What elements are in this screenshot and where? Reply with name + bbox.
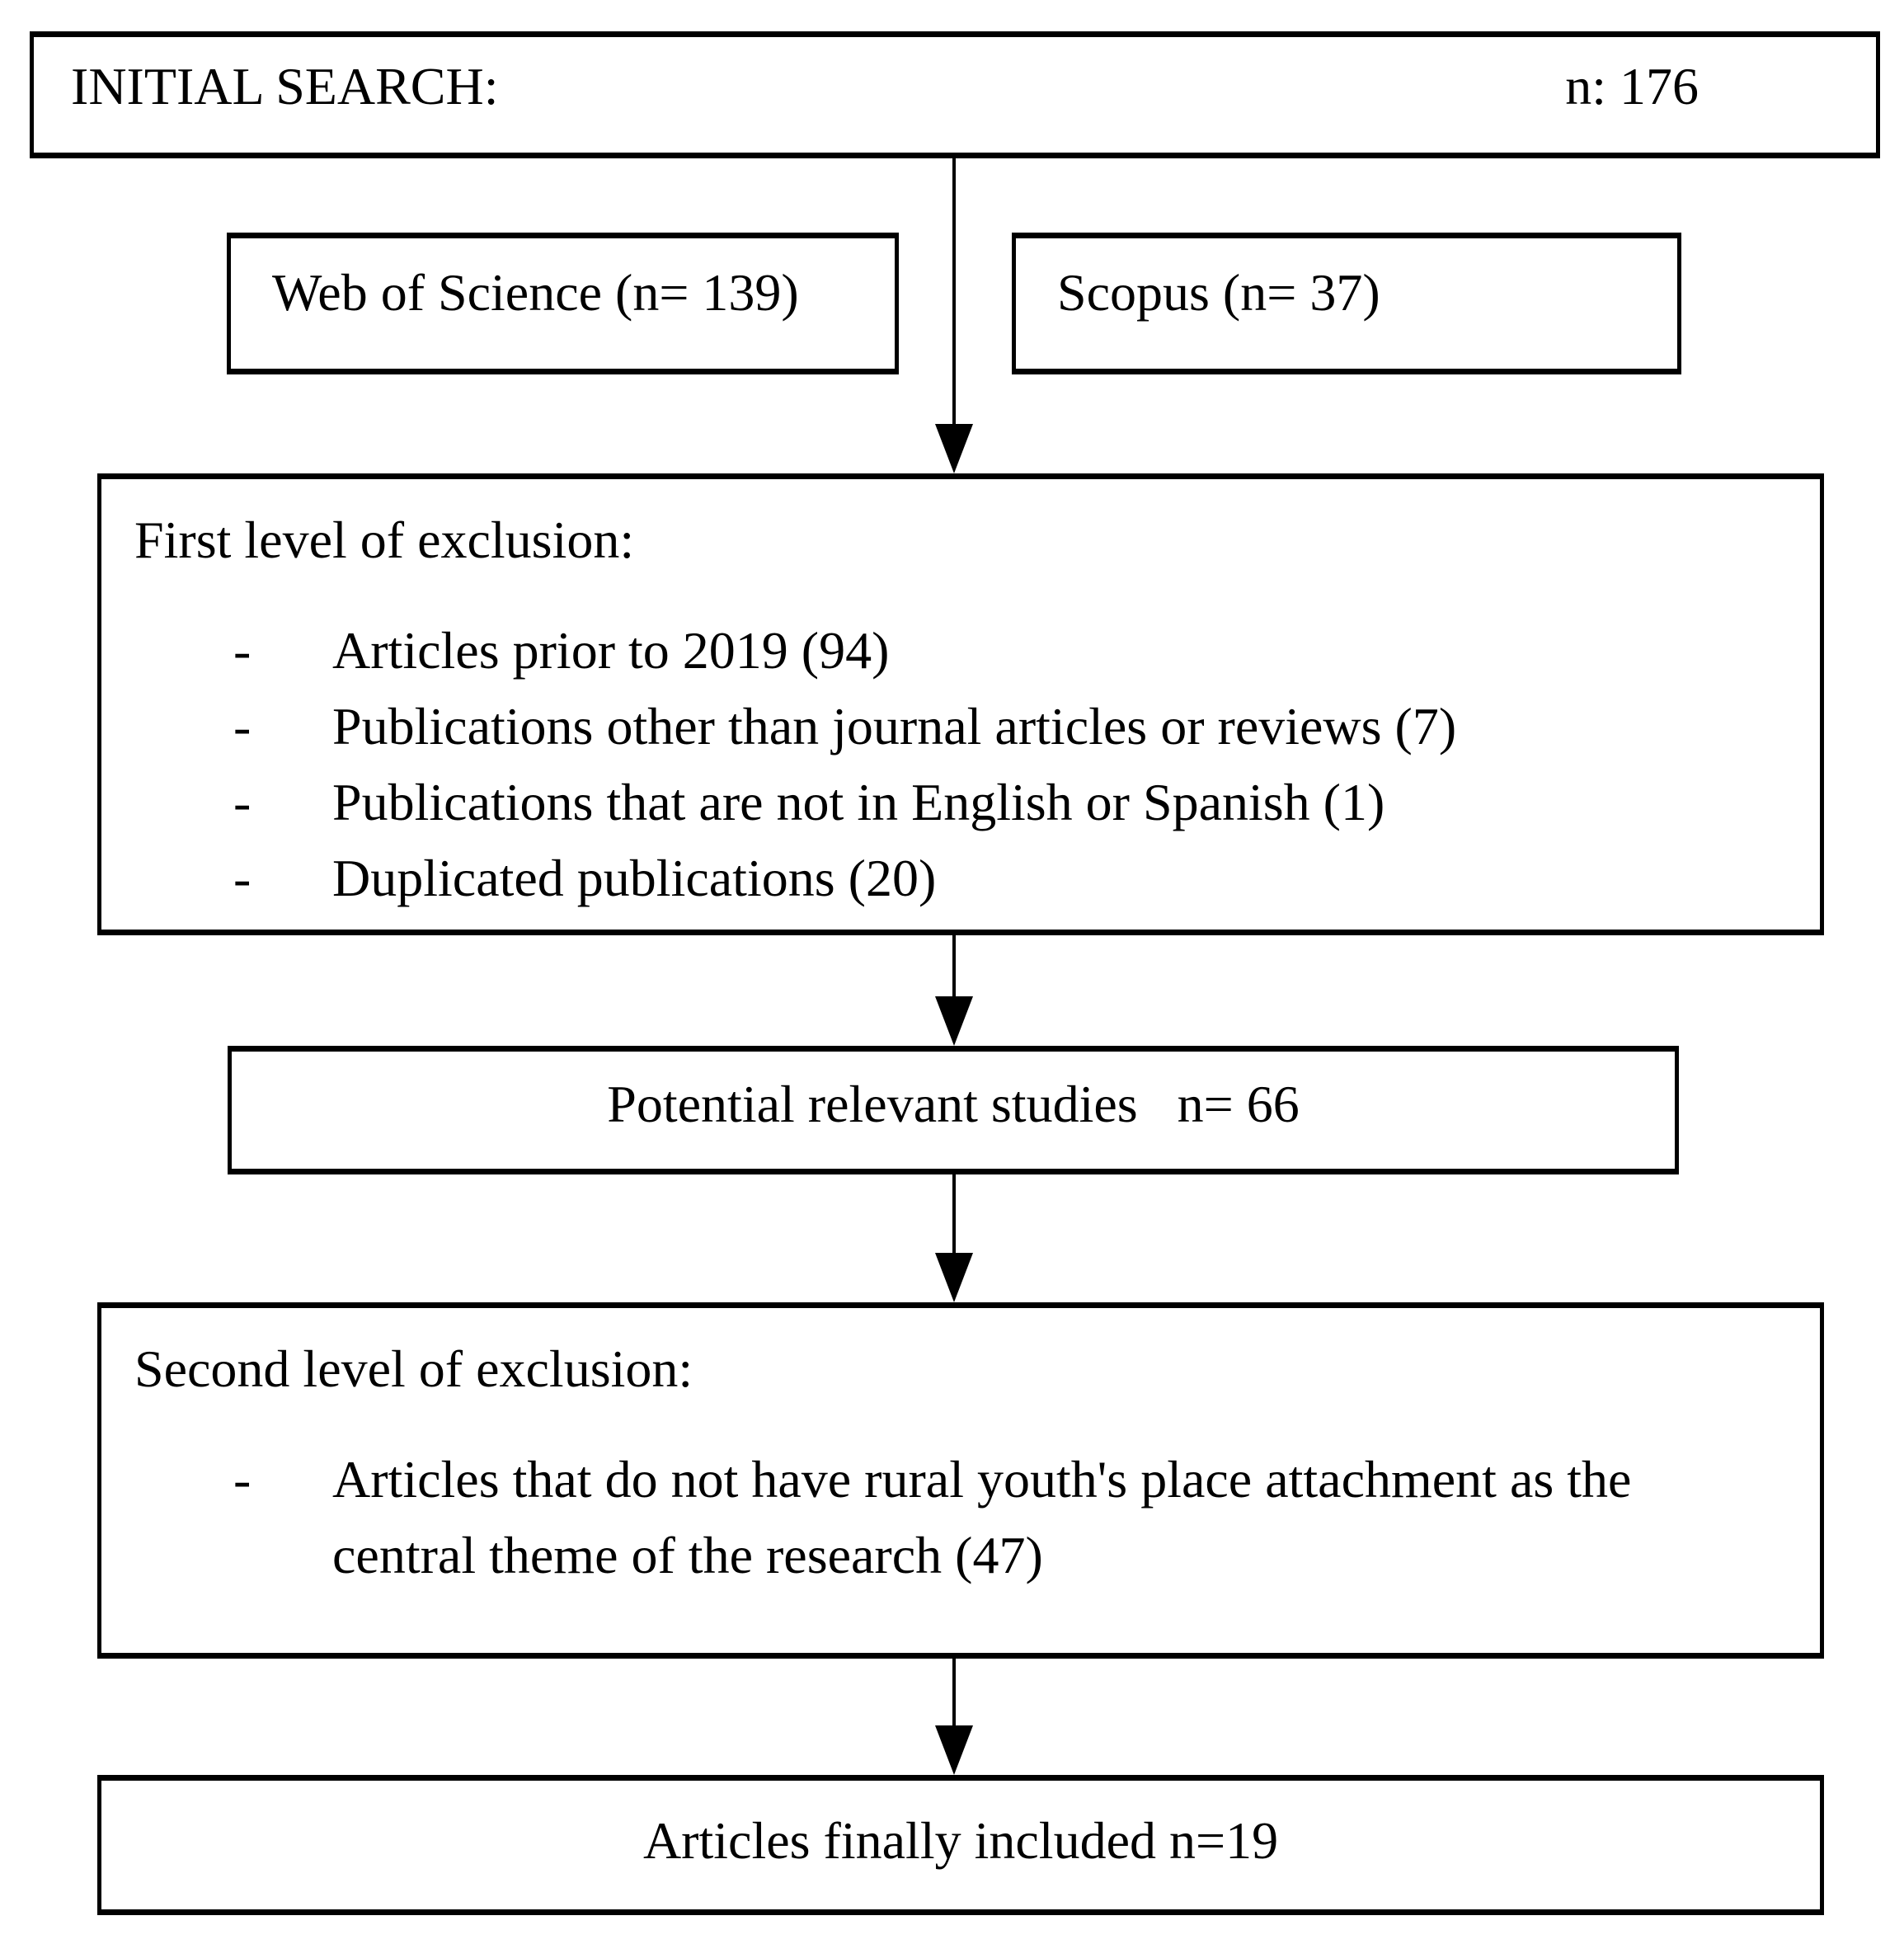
arrow-shaft: [952, 1174, 956, 1253]
arrowhead-down-icon: [935, 1725, 973, 1775]
bullet-dash: -: [233, 621, 252, 680]
list-item: - Publications that are not in English o…: [233, 765, 1787, 840]
web-of-science-box: Web of Science (n= 139): [227, 233, 899, 374]
web-of-science-label: Web of Science (n= 139): [272, 263, 799, 322]
down-arrow-potential-to-second-exclusion: [935, 1174, 973, 1302]
articles-finally-included-label: Articles finally included n=19: [642, 1811, 1279, 1870]
initial-search-label: INITIAL SEARCH:: [71, 57, 499, 115]
potential-relevant-studies-label: Potential relevant studies n= 66: [607, 1075, 1300, 1133]
first-level-exclusion-list: - Articles prior to 2019 (94) - Publicat…: [233, 613, 1787, 916]
initial-search-box: INITIAL SEARCH: n: 176: [30, 31, 1880, 158]
scopus-label: Scopus (n= 37): [1057, 263, 1380, 322]
down-arrow-initial-to-first-exclusion: [935, 158, 973, 473]
arrow-shaft: [952, 935, 956, 996]
bullet-dash: -: [233, 1450, 252, 1509]
initial-search-count: n: 176: [1565, 57, 1699, 115]
bullet-dash: -: [233, 697, 252, 755]
arrow-shaft: [952, 158, 956, 424]
second-level-exclusion-list: - Articles that do not have rural youth'…: [233, 1442, 1787, 1593]
list-item-text: Publications other than journal articles…: [332, 697, 1457, 755]
bullet-dash: -: [233, 773, 252, 831]
potential-relevant-studies-box: Potential relevant studies n= 66: [228, 1046, 1679, 1174]
first-level-exclusion-box: First level of exclusion: - Articles pri…: [97, 473, 1824, 935]
bullet-dash: -: [233, 849, 252, 907]
arrow-shaft: [952, 1659, 956, 1725]
down-arrow-second-exclusion-to-final: [935, 1659, 973, 1775]
arrowhead-down-icon: [935, 996, 973, 1046]
list-item: - Articles that do not have rural youth'…: [233, 1442, 1787, 1593]
list-item: - Duplicated publications (20): [233, 840, 1787, 916]
list-item-text: Publications that are not in English or …: [332, 773, 1385, 831]
second-level-exclusion-box: Second level of exclusion: - Articles th…: [97, 1302, 1824, 1659]
articles-finally-included-box: Articles finally included n=19: [97, 1775, 1824, 1915]
list-item-text: Articles prior to 2019 (94): [332, 621, 890, 680]
second-level-exclusion-title: Second level of exclusion:: [134, 1339, 693, 1398]
first-level-exclusion-title: First level of exclusion:: [134, 511, 635, 569]
arrowhead-down-icon: [935, 1253, 973, 1302]
down-arrow-first-exclusion-to-potential: [935, 935, 973, 1046]
scopus-box: Scopus (n= 37): [1012, 233, 1681, 374]
list-item-text: Duplicated publications (20): [332, 849, 937, 907]
list-item: - Publications other than journal articl…: [233, 689, 1787, 765]
list-item: - Articles prior to 2019 (94): [233, 613, 1787, 689]
list-item-text: Articles that do not have rural youth's …: [332, 1450, 1632, 1584]
arrowhead-down-icon: [935, 424, 973, 473]
